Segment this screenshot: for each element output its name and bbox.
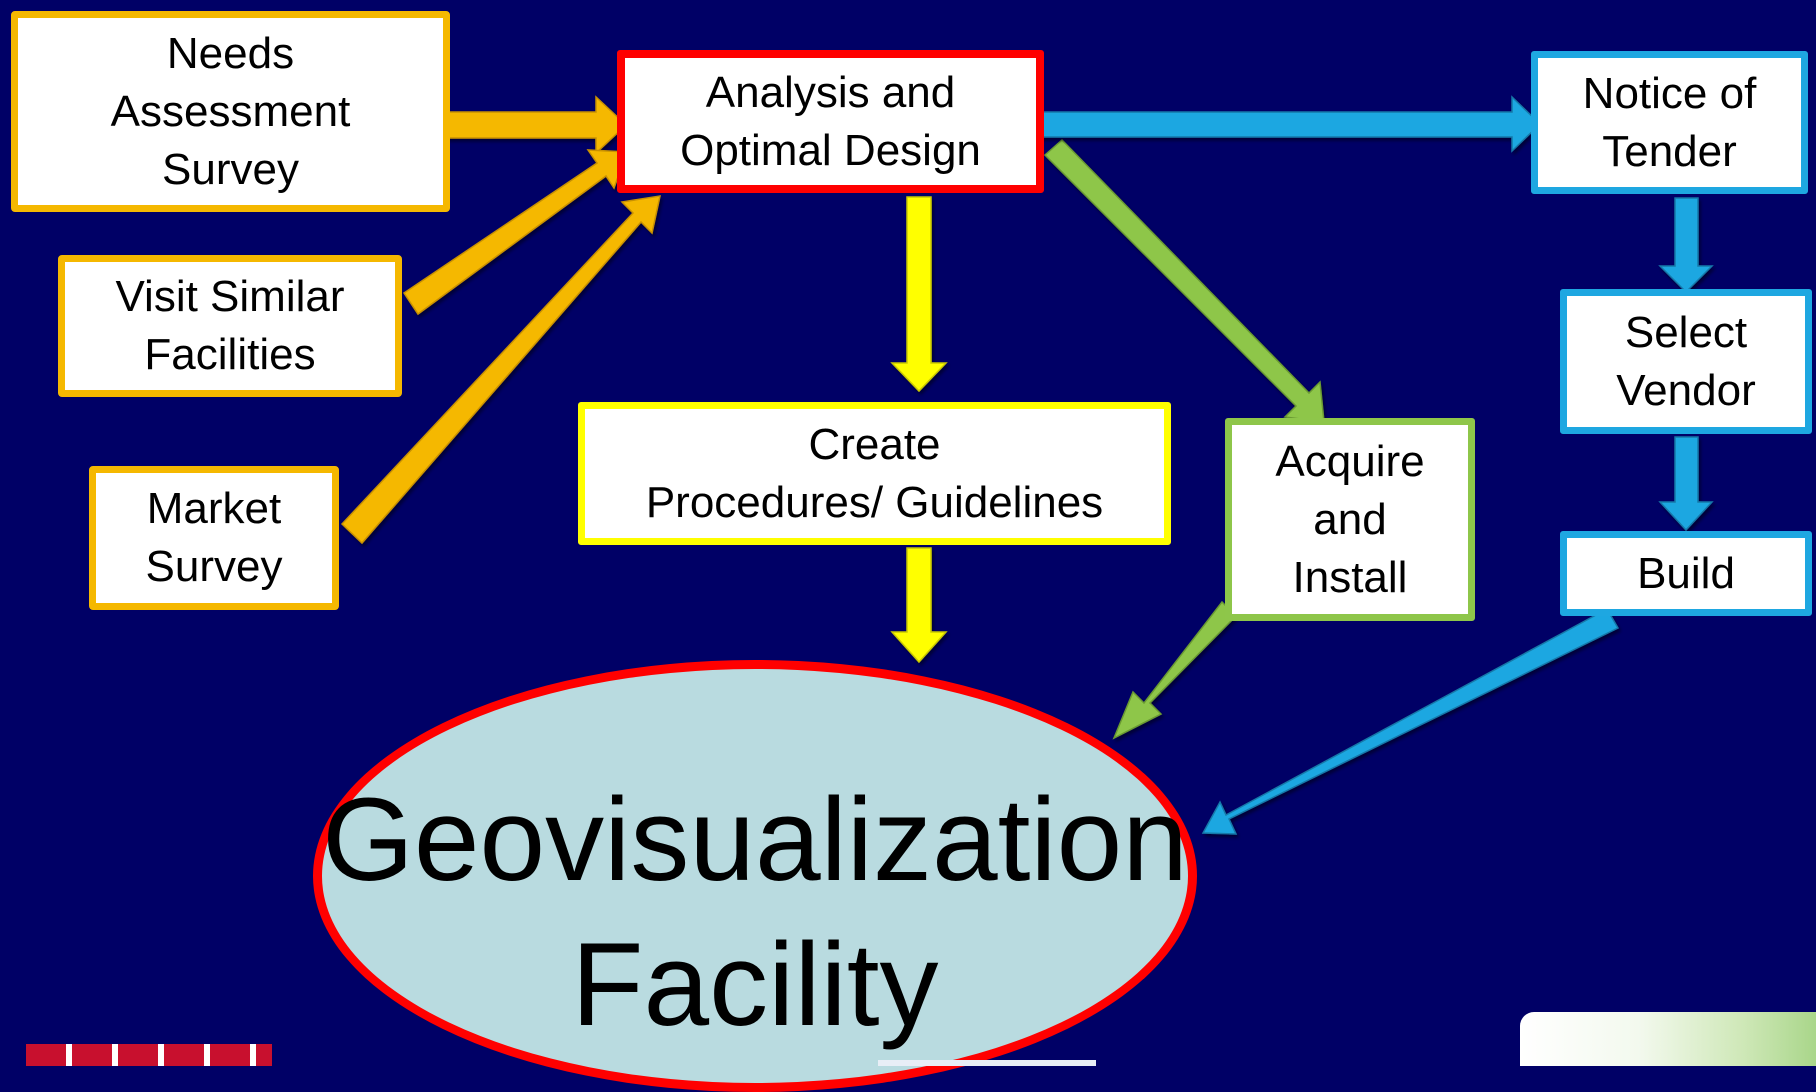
notice-tender-box: Notice of Tender [1531, 51, 1808, 194]
geovisualization-facility-ellipse [313, 660, 1197, 1092]
arrow-vendor-to-build [1658, 436, 1714, 532]
arrow-analysis-to-acquire [1043, 138, 1325, 423]
needs-assessment-line-2: Assessment [110, 86, 351, 136]
arrow-needs-to-analysis [445, 95, 628, 155]
partner-logo [878, 1060, 1096, 1066]
select-vendor-line-2: Vendor [1616, 365, 1756, 415]
arrow-analysis-to-tender [1037, 95, 1542, 153]
acquire-install-box: Acquire and Install [1225, 418, 1475, 621]
visit-similar-line-1: Visit Similar [115, 272, 345, 321]
geovisualization-facility-label: Geovisualization Facility [313, 768, 1197, 1058]
arrow-analysis-to-create [890, 196, 948, 393]
needs-assessment-line-3: Survey [162, 144, 299, 194]
create-procedures-line-2: Procedures/ Guidelines [645, 477, 1104, 527]
facility-line-2: Facility [571, 919, 939, 1051]
flow-diagram: Needs Assessment Survey Visit Similar Fa… [11, 11, 1816, 1092]
visit-similar-box: Visit Similar Facilities [58, 255, 402, 397]
arrows-layer [340, 95, 1714, 835]
notice-tender-line-2: Tender [1602, 126, 1737, 176]
create-procedures-line-1: Create [808, 419, 941, 469]
market-survey-line-1: Market [146, 484, 282, 533]
analysis-design-line-1: Analysis and [705, 67, 956, 117]
arrow-market-to-analysis [340, 195, 661, 545]
visit-similar-line-2: Facilities [144, 330, 316, 379]
notice-tender-line-1: Notice of [1582, 68, 1757, 118]
select-vendor-box: Select Vendor [1560, 289, 1812, 434]
build-box: Build [1560, 531, 1812, 616]
analysis-design-line-2: Optimal Design [680, 125, 981, 175]
arrow-build-to-facility [1201, 607, 1620, 835]
university-logo [26, 1044, 272, 1066]
acquire-install-line-1: Acquire [1275, 436, 1425, 486]
arrow-tender-to-vendor [1658, 197, 1714, 294]
needs-assessment-line-1: Needs [166, 28, 295, 78]
arrow-create-to-facility [890, 547, 948, 664]
market-survey-box: Market Survey [89, 466, 339, 610]
acquire-install-line-3: Install [1292, 552, 1408, 602]
build-label: Build [1637, 548, 1735, 598]
arrow-acquire-to-facility [1112, 600, 1238, 740]
sponsor-logo [1520, 1012, 1816, 1066]
market-survey-line-2: Survey [145, 542, 283, 591]
select-vendor-line-1: Select [1624, 307, 1748, 357]
facility-line-1: Geovisualization [322, 774, 1188, 906]
acquire-install-line-2: and [1313, 494, 1387, 544]
needs-assessment-box: Needs Assessment Survey [11, 11, 450, 212]
analysis-design-box: Analysis and Optimal Design [617, 50, 1044, 193]
create-procedures-box: Create Procedures/ Guidelines [578, 402, 1171, 545]
